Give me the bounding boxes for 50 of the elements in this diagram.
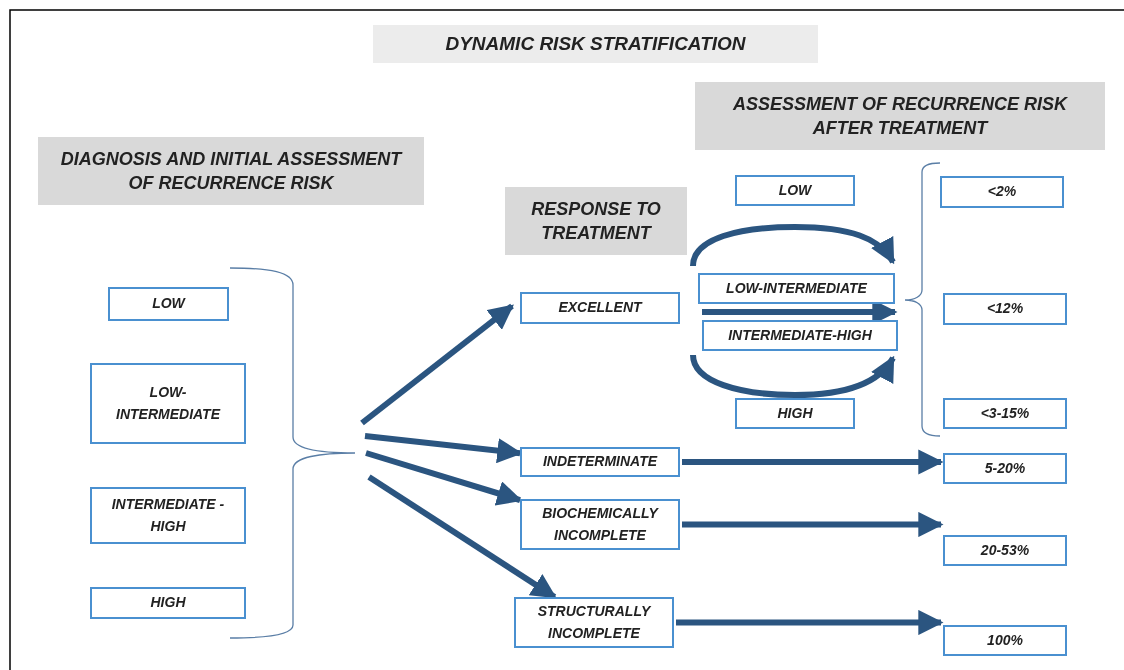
curly-brace <box>228 266 358 640</box>
arrow <box>365 450 523 506</box>
category-box <box>943 535 1067 566</box>
category-box <box>520 292 680 324</box>
arrow <box>360 303 514 426</box>
category-box <box>943 625 1067 656</box>
node-label: LOW <box>152 294 185 314</box>
category-box <box>520 499 680 550</box>
category-box <box>702 320 898 351</box>
node-label: INTERMEDIATE - HIGH <box>110 494 226 536</box>
node-label: RESPONSE TO TREATMENT <box>530 197 662 245</box>
node-label: 5-20% <box>984 458 1026 478</box>
node-label: LOW <box>778 180 812 200</box>
category-box <box>943 398 1067 429</box>
category-box <box>940 176 1064 208</box>
diagram-title: DYNAMIC RISK STRATIFICATION <box>373 25 818 63</box>
node-label: INTERMEDIATE-HIGH <box>728 325 872 345</box>
node-label: HIGH <box>150 593 186 613</box>
heading-band <box>505 187 687 255</box>
node-label: 20-53% <box>980 540 1030 560</box>
category-box <box>514 597 674 648</box>
node-label: 100% <box>987 630 1023 650</box>
arrow <box>367 474 557 600</box>
category-box <box>520 447 680 477</box>
category-box <box>943 293 1067 325</box>
category-box <box>90 363 246 444</box>
node-label: HIGH <box>777 403 813 423</box>
category-box <box>90 587 246 619</box>
category-box <box>90 487 246 544</box>
category-box <box>735 175 855 206</box>
arrow <box>682 449 944 475</box>
node-label: DIAGNOSIS AND INITIAL ASSESSMENT OF RECURRENCE RISK <box>60 147 402 195</box>
category-box <box>943 453 1067 484</box>
node-label: <2% <box>987 182 1017 202</box>
node-label: <12% <box>986 299 1024 319</box>
node-label: STRUCTURALLY INCOMPLETE <box>536 601 652 643</box>
node-label: LOW-INTERMEDIATE <box>726 278 867 298</box>
node-label: LOW- INTERMEDIATE <box>115 382 222 424</box>
category-box <box>698 273 895 304</box>
category-box <box>108 287 229 321</box>
node-label: EXCELLENT <box>558 298 642 318</box>
arrow <box>682 511 944 538</box>
node-label: BIOCHEMICALLY INCOMPLETE <box>541 503 660 545</box>
node-label: <3-15% <box>980 403 1030 423</box>
heading-band <box>38 137 424 205</box>
arrow <box>676 609 944 636</box>
node-label: INDETERMINATE <box>542 452 658 472</box>
category-box <box>735 398 855 429</box>
node-label: ASSESSMENT OF RECURRENCE RISK AFTER TREATMENT <box>731 92 1069 140</box>
heading-band <box>695 82 1105 150</box>
